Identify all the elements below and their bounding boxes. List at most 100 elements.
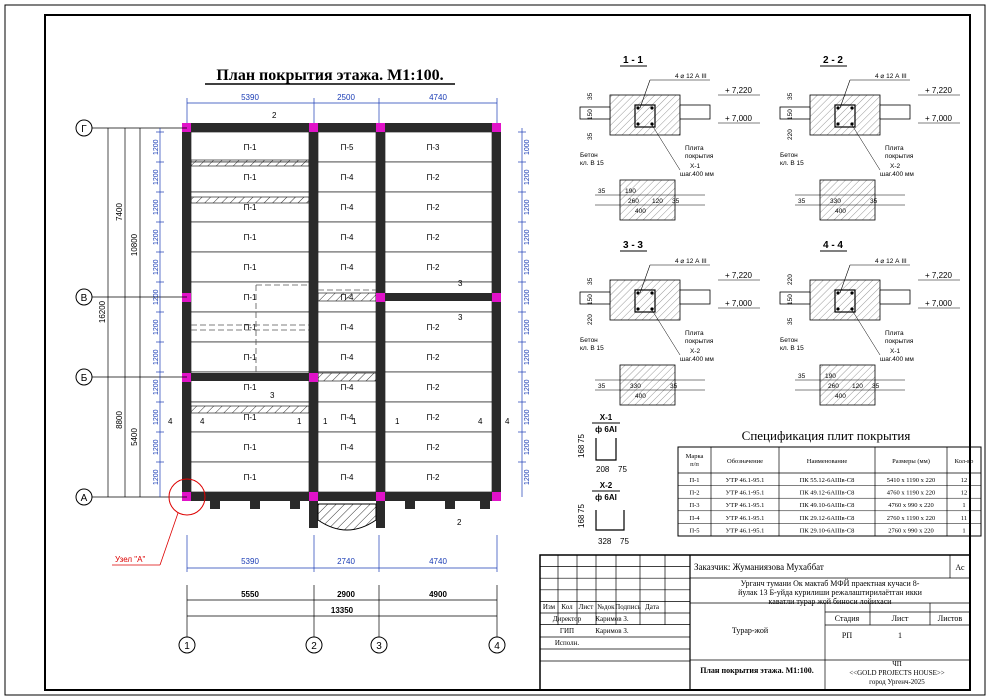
slab-panel bbox=[317, 431, 377, 463]
slab-label: П-2 bbox=[427, 173, 440, 182]
side-dim: 35 bbox=[587, 277, 594, 285]
spec-cell: 12 bbox=[961, 477, 968, 484]
spec-cell: 5410 x 1190 x 220 bbox=[887, 477, 936, 484]
concrete-label: кл. В 15 bbox=[580, 345, 604, 352]
bar-label: шаг.400 мм bbox=[680, 356, 714, 363]
spec-cell: 4760 x 1190 x 220 bbox=[887, 490, 936, 497]
row-dim-right: 1200 bbox=[524, 259, 531, 275]
slab-label: П-2 bbox=[427, 383, 440, 392]
concrete-label: кл. В 15 bbox=[780, 345, 804, 352]
svg-text:75: 75 bbox=[620, 537, 629, 546]
row-dim-left: 1200 bbox=[153, 349, 160, 365]
row-dim-left: 1200 bbox=[153, 199, 160, 215]
concrete-label: Бетон bbox=[580, 337, 598, 344]
slab-label: П-1 bbox=[244, 263, 257, 272]
bottom-dim-3: 4740 bbox=[429, 557, 447, 566]
slab-label: П-4 bbox=[341, 473, 354, 482]
svg-text:1: 1 bbox=[297, 417, 302, 426]
stamp-company: ЧП bbox=[892, 660, 902, 668]
stamp-stage-header: Лист bbox=[892, 614, 909, 623]
slab-panel bbox=[384, 221, 493, 253]
stamp-stage-header: Листов bbox=[938, 614, 963, 623]
spec-cell: ПК 49.12-6АIIIв-С8 bbox=[800, 490, 855, 497]
axis-1: 1 bbox=[184, 641, 190, 652]
row-dim-left: 1200 bbox=[153, 319, 160, 335]
row-dim-right: 1200 bbox=[524, 379, 531, 395]
slab-panel bbox=[190, 161, 310, 193]
slab-label: П-4 bbox=[341, 203, 354, 212]
slab-label: Плита bbox=[685, 145, 704, 152]
spec-header: Кол-во bbox=[955, 458, 974, 465]
bar-x2-detail: Х-2 ф 6АI 168 75 328 75 bbox=[577, 481, 629, 546]
rebar-bar bbox=[636, 307, 640, 311]
svg-text:168: 168 bbox=[577, 514, 586, 528]
spec-cell: 4760 x 990 x 220 bbox=[888, 502, 934, 509]
svg-text:208: 208 bbox=[596, 465, 610, 474]
svg-text:ф 6АI: ф 6АI bbox=[595, 493, 617, 502]
stamp-col-header: №док bbox=[597, 603, 615, 611]
bar-label: Х-1 bbox=[890, 348, 901, 355]
slab-label: Плита bbox=[885, 145, 904, 152]
rebar-bar bbox=[650, 307, 654, 311]
svg-text:75: 75 bbox=[577, 504, 586, 513]
bar-label: Х-1 bbox=[690, 163, 701, 170]
slab-end bbox=[679, 104, 711, 120]
svg-text:Х-2: Х-2 bbox=[600, 481, 613, 490]
slab-label: покрытия bbox=[885, 153, 914, 160]
monolith-strip bbox=[190, 405, 310, 414]
left-dim-10800: 10800 bbox=[130, 233, 139, 256]
level-top: + 7,220 bbox=[925, 271, 952, 280]
concrete-label: кл. В 15 bbox=[580, 160, 604, 167]
svg-text:1: 1 bbox=[352, 417, 357, 426]
dim-text: 400 bbox=[835, 208, 846, 215]
svg-text:1: 1 bbox=[395, 417, 400, 426]
svg-text:4: 4 bbox=[505, 417, 510, 426]
rebar-bar bbox=[850, 106, 854, 110]
spec-cell: ПК 55.12-6АIIIв-С8 bbox=[800, 477, 855, 484]
dim-text: 400 bbox=[635, 393, 646, 400]
row-dim-right: 1200 bbox=[524, 229, 531, 245]
wall-col2 bbox=[309, 123, 318, 501]
spec-cell: УТР 46.1-95.1 bbox=[726, 502, 765, 509]
dim-text: 260 bbox=[828, 383, 839, 390]
spec-header: Размеры (мм) bbox=[892, 458, 930, 465]
stamp-role: ГИП bbox=[560, 627, 574, 635]
bottom-dim-1: 5390 bbox=[241, 557, 259, 566]
axis-B: Б bbox=[81, 373, 88, 384]
total-dim-2: 2900 bbox=[337, 590, 355, 599]
row-dim-left: 1200 bbox=[153, 139, 160, 155]
slab-label: П-5 bbox=[341, 143, 354, 152]
dim-text: 35 bbox=[870, 198, 878, 205]
stamp-stage-header: Стадия bbox=[835, 614, 860, 623]
spec-header: п/п bbox=[690, 461, 699, 468]
rebar-bar bbox=[650, 291, 654, 295]
spec-cell: П-2 bbox=[689, 490, 699, 497]
rebar-bar bbox=[850, 122, 854, 126]
slab-label: покрытия bbox=[685, 338, 714, 345]
left-dim-8800: 8800 bbox=[115, 411, 124, 429]
rebar-cage bbox=[634, 289, 656, 313]
slab-label: П-1 bbox=[244, 383, 257, 392]
row-dim-right: 1200 bbox=[524, 409, 531, 425]
row-dim-right: 1200 bbox=[524, 469, 531, 485]
total-dim-1: 5550 bbox=[241, 590, 259, 599]
section-s44: 4 - 44 ⌀ 12 А III+ 7,220+ 7,000Бетонкл. … bbox=[779, 240, 960, 406]
node-a-label: Узел "А" bbox=[115, 555, 145, 564]
dim-text: 35 bbox=[598, 383, 606, 390]
stamp-stage-value: 1 bbox=[898, 631, 902, 640]
svg-text:328: 328 bbox=[598, 537, 612, 546]
stamp-col-header: Кол bbox=[561, 603, 573, 611]
top-dim-1: 5390 bbox=[241, 93, 259, 102]
stamp-company: город Ургенч-2025 bbox=[869, 678, 925, 686]
spec-header: Марка bbox=[686, 453, 704, 460]
spec-border bbox=[677, 446, 982, 537]
rebar-bar bbox=[636, 122, 640, 126]
slab-label: П-2 bbox=[427, 233, 440, 242]
slab-label: П-4 bbox=[341, 413, 354, 422]
spec-cell: П-5 bbox=[689, 527, 699, 534]
svg-text:1: 1 bbox=[323, 417, 328, 426]
spec-cell: ПК 29.10-6АIIIв-С8 bbox=[800, 527, 855, 534]
slab-label: П-2 bbox=[427, 473, 440, 482]
